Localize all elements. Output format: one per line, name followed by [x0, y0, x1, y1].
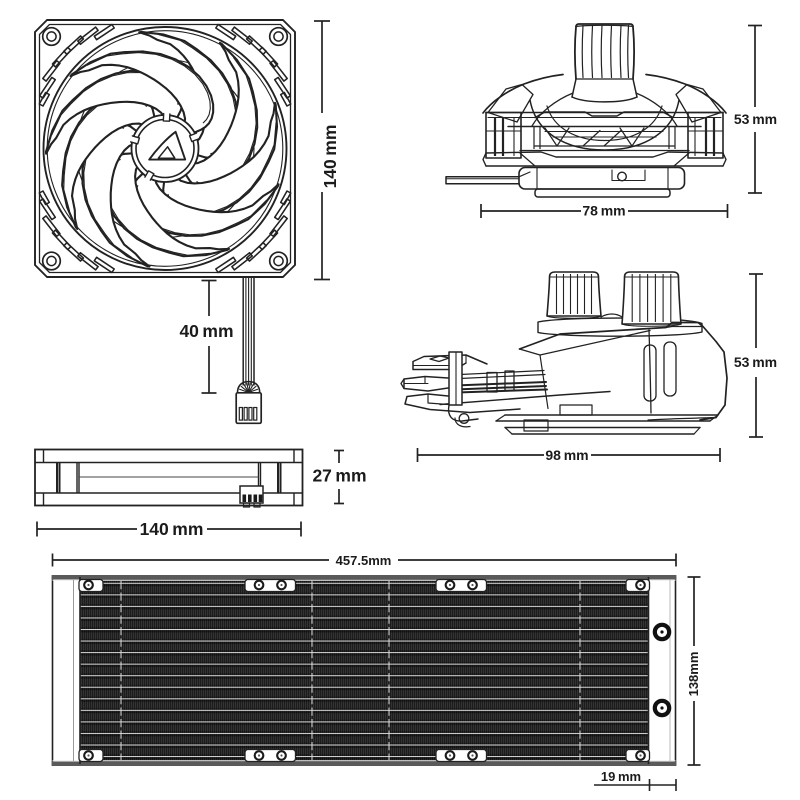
svg-text:40 mm: 40 mm	[179, 321, 233, 341]
svg-text:78 mm: 78 mm	[582, 203, 625, 219]
svg-text:140 mm: 140 mm	[320, 125, 340, 189]
svg-text:457.5mm: 457.5mm	[336, 553, 392, 568]
svg-text:27 mm: 27 mm	[312, 466, 366, 486]
svg-text:19 mm: 19 mm	[601, 769, 641, 784]
svg-text:53 mm: 53 mm	[734, 354, 777, 370]
svg-text:140 mm: 140 mm	[140, 519, 204, 539]
svg-text:138mm: 138mm	[686, 652, 701, 697]
svg-text:53 mm: 53 mm	[734, 111, 777, 127]
svg-text:98 mm: 98 mm	[545, 447, 588, 463]
